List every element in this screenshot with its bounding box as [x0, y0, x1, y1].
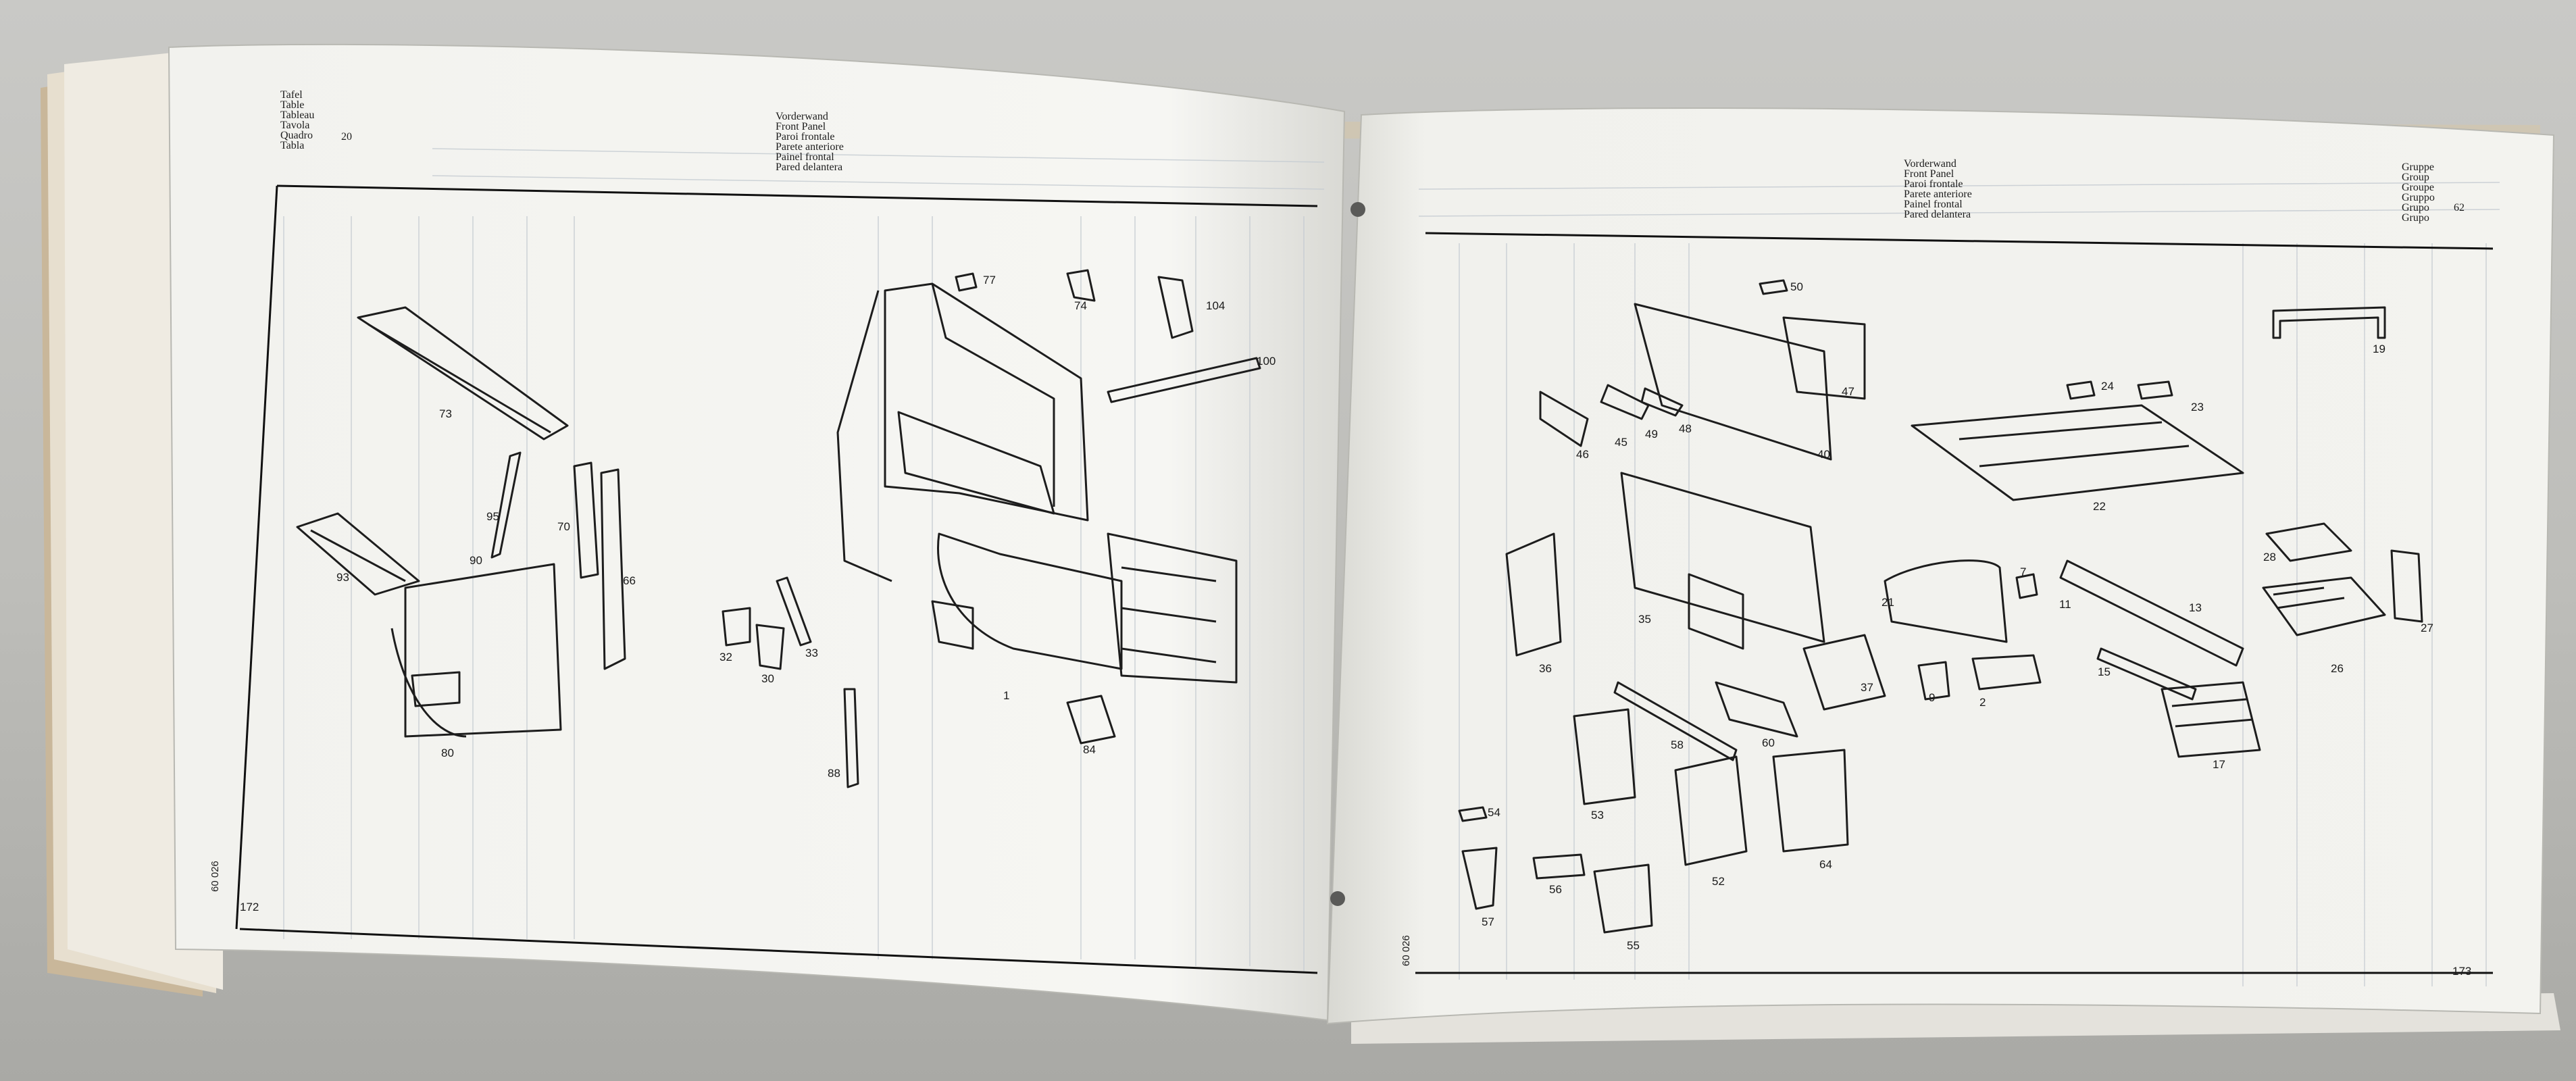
header-label: Quadro — [280, 130, 313, 141]
title-line: Front Panel — [1904, 168, 1954, 180]
right-callout-64: 64 — [1819, 858, 1832, 871]
right-callout-60: 60 — [1762, 736, 1775, 749]
left-callout-1: 1 — [1003, 689, 1009, 702]
right-title-lines: Vorderwand Front Panel Paroi frontale Pa… — [1904, 159, 1972, 220]
left-callout-32: 32 — [719, 651, 732, 663]
group-number: 62 — [2454, 202, 2465, 213]
right-callout-26: 26 — [2331, 662, 2344, 675]
right-callout-13: 13 — [2189, 601, 2202, 614]
title-line: Vorderwand — [776, 111, 828, 122]
left-callout-30: 30 — [761, 672, 774, 685]
left-page-number: 172 — [240, 901, 259, 913]
header-label: Tafel — [280, 89, 303, 101]
left-header-labels: Tafel Table Tableau Tavola Quadro Tabla — [280, 90, 314, 151]
right-callout-17: 17 — [2213, 758, 2225, 771]
right-callout-54: 54 — [1488, 806, 1500, 819]
title-line: Painel frontal — [776, 151, 834, 163]
right-callout-7: 7 — [2020, 565, 2026, 578]
right-callout-53: 53 — [1591, 809, 1604, 822]
header-label: Tavola — [280, 120, 310, 131]
left-callout-66: 66 — [623, 574, 636, 587]
right-callout-37: 37 — [1861, 681, 1873, 694]
right-callout-40: 40 — [1817, 448, 1830, 461]
right-callout-35: 35 — [1638, 613, 1651, 626]
left-callout-93: 93 — [336, 571, 349, 584]
group-label: Grupo — [2402, 202, 2429, 213]
left-callout-84: 84 — [1083, 743, 1096, 756]
right-callout-49: 49 — [1645, 428, 1658, 441]
right-callout-24: 24 — [2101, 380, 2114, 393]
title-line: Painel frontal — [1904, 199, 1963, 210]
right-callout-27: 27 — [2421, 622, 2433, 634]
right-callout-9: 9 — [1929, 691, 1935, 704]
right-callout-21: 21 — [1882, 596, 1894, 609]
right-callout-22: 22 — [2093, 500, 2106, 513]
left-callout-95: 95 — [486, 510, 499, 523]
right-callout-57: 57 — [1482, 915, 1494, 928]
title-line: Pared delantera — [776, 161, 843, 173]
title-line: Front Panel — [776, 121, 826, 132]
group-label: Groupe — [2402, 182, 2434, 193]
group-label: Gruppe — [2402, 161, 2434, 173]
group-label: Grupo — [2402, 212, 2429, 224]
title-line: Pared delantera — [1904, 209, 1971, 220]
table-number: 20 — [341, 131, 352, 143]
title-line: Paroi frontale — [1904, 178, 1963, 190]
right-callout-11: 11 — [2059, 598, 2071, 611]
right-callout-48: 48 — [1679, 422, 1692, 435]
left-callout-100: 100 — [1257, 355, 1276, 368]
right-callout-56: 56 — [1549, 883, 1562, 896]
left-callout-33: 33 — [805, 647, 818, 659]
header-label: Tabla — [280, 140, 305, 151]
right-frame — [1415, 232, 2494, 974]
left-callout-73: 73 — [439, 407, 452, 420]
right-page-number: 173 — [2452, 965, 2472, 978]
right-callout-55: 55 — [1627, 939, 1640, 952]
right-group-labels: Gruppe Group Groupe Gruppo Grupo Grupo — [2402, 161, 2435, 224]
right-callout-28: 28 — [2263, 551, 2276, 563]
left-callout-70: 70 — [557, 520, 570, 533]
group-label: Gruppo — [2402, 192, 2435, 203]
right-callout-2: 2 — [1979, 696, 1986, 709]
left-callout-104: 104 — [1206, 299, 1225, 312]
left-callout-80: 80 — [441, 747, 454, 759]
left-callout-74: 74 — [1074, 299, 1087, 312]
right-callout-52: 52 — [1712, 875, 1725, 888]
left-callout-90: 90 — [470, 554, 482, 567]
title-line: Paroi frontale — [776, 131, 835, 143]
left-bleed-grid — [283, 148, 1325, 973]
group-label: Group — [2402, 172, 2429, 183]
right-callout-58: 58 — [1671, 738, 1684, 751]
right-callout-50: 50 — [1790, 280, 1803, 293]
right-callout-23: 23 — [2191, 401, 2204, 413]
left-frame — [235, 184, 1318, 974]
binder-hole-bottom — [1330, 891, 1345, 906]
title-line: Parete anteriore — [1904, 188, 1972, 200]
right-callout-47: 47 — [1842, 385, 1854, 398]
right-callout-36: 36 — [1539, 662, 1552, 675]
left-page-parts — [296, 269, 1261, 788]
right-callout-45: 45 — [1615, 436, 1627, 449]
right-callout-15: 15 — [2098, 665, 2111, 678]
header-label: Table — [280, 99, 305, 111]
right-callout-19: 19 — [2373, 343, 2385, 355]
right-callout-46: 46 — [1576, 448, 1589, 461]
title-line: Vorderwand — [1904, 158, 1956, 170]
title-line: Parete anteriore — [776, 141, 844, 153]
header-label: Tableau — [280, 109, 315, 121]
left-callout-88: 88 — [828, 767, 840, 780]
binder-hole-top — [1350, 202, 1365, 217]
left-callout-77: 77 — [983, 274, 996, 286]
right-bleed-grid — [1418, 182, 2500, 986]
left-title-lines: Vorderwand Front Panel Paroi frontale Pa… — [776, 111, 844, 173]
right-page-parts — [1458, 279, 2423, 934]
